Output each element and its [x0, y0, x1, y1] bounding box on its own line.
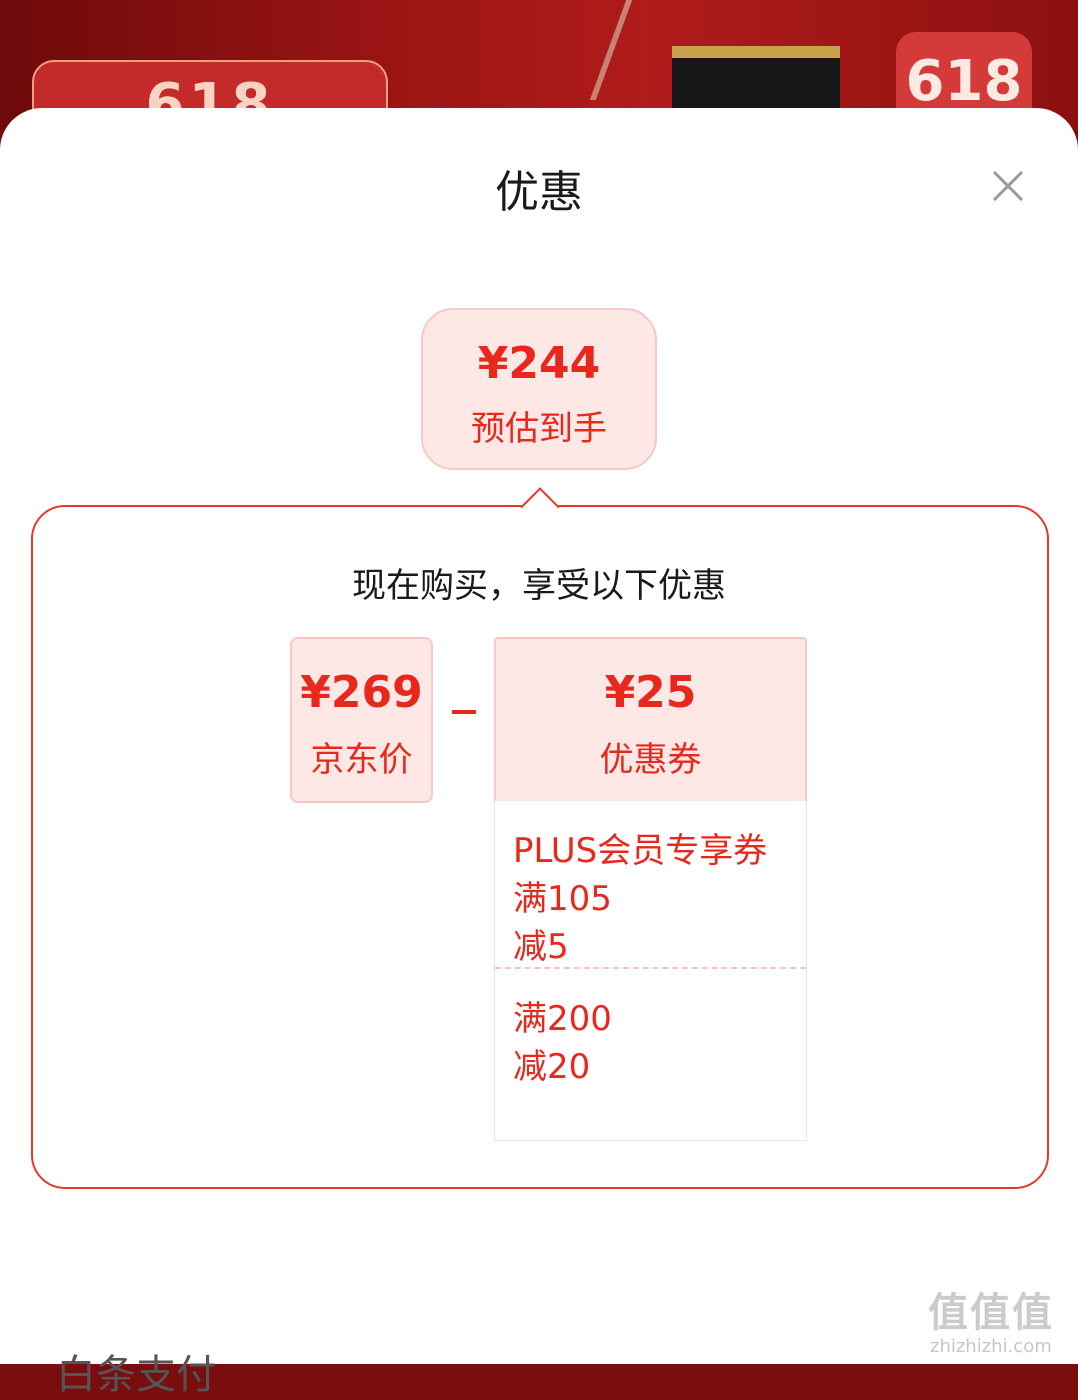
watermark-logo: 值值值 — [928, 1290, 1054, 1336]
estimated-price-bubble: ¥244 预估到手 — [421, 308, 657, 470]
banner-decoration — [469, 0, 633, 100]
coupon-title: PLUS会员专享券 — [513, 831, 768, 871]
jd-price-amount: ¥269 — [300, 667, 423, 718]
coupon-total-box: ¥25 优惠券 — [494, 637, 807, 803]
sheet-title: 优惠 — [495, 167, 583, 218]
close-icon — [992, 170, 1024, 202]
breakdown-heading: 现在购买，享受以下优惠 — [352, 566, 726, 606]
jd-price-label: 京东价 — [310, 740, 413, 780]
minus-operator — [452, 710, 476, 714]
discount-sheet: 优惠 ¥244 预估到手 现在购买，享受以下优惠 ¥269 京东价 ¥25 优惠… — [0, 108, 1078, 1398]
coupon-item-200: 满200 减20 — [495, 969, 806, 1091]
coupon-discount: 减5 — [513, 927, 569, 967]
coupon-discount: 减20 — [513, 1047, 591, 1087]
close-button[interactable] — [984, 162, 1032, 210]
coupon-threshold: 满105 — [513, 879, 612, 919]
watermark-url: zhizhizhi.com — [930, 1336, 1052, 1357]
jd-price-box: ¥269 京东价 — [290, 637, 433, 803]
coupon-item-plus: PLUS会员专享券 满105 减5 — [495, 801, 806, 969]
coupon-list: PLUS会员专享券 满105 减5 满200 减20 — [494, 801, 807, 1141]
estimated-price-amount: ¥244 — [477, 338, 601, 389]
payment-section-label: 白条支付 — [56, 1352, 216, 1398]
coupon-total-amount: ¥25 — [604, 667, 697, 718]
estimated-price-label: 预估到手 — [471, 409, 607, 449]
coupon-threshold: 满200 — [513, 999, 612, 1039]
coupon-total-label: 优惠券 — [599, 740, 702, 780]
